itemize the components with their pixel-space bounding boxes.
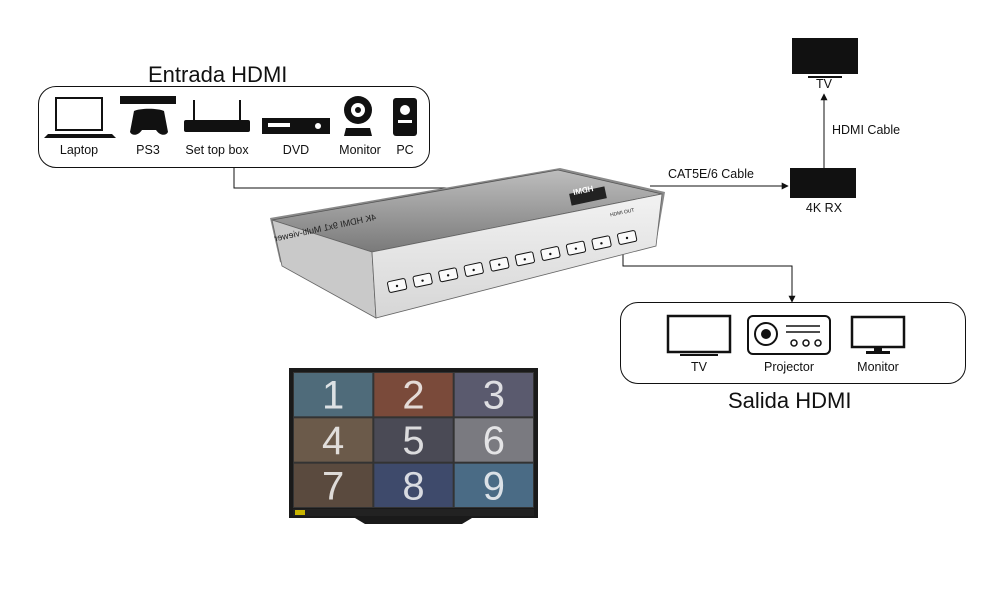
input-panel-title: Entrada HDMI [148,62,288,87]
multiview-tile-number: 9 [483,464,505,508]
receiver-label: 4K RX [805,201,843,215]
output-device-label: Monitor [857,360,899,374]
tv-icon [666,314,732,356]
remote-tv-icon [792,38,858,78]
multiview-tv: 1 2 3 4 5 6 7 8 9 [289,368,538,524]
output-panel-title: Salida HDMI [728,388,852,413]
multiview-tile-number: 3 [483,374,505,418]
multiview-tile [454,463,533,507]
button-indicator [625,236,629,240]
button-indicator [395,284,399,288]
multiview-tile [454,418,533,462]
output-connection-line [622,244,796,303]
multiview-tile [454,373,533,417]
pc-tower-icon [393,98,417,136]
monitor-icon [850,315,906,354]
output-device-label: Projector [763,360,815,374]
multiview-tile-number: 2 [402,374,424,418]
input-device-label: Set top box [185,143,249,157]
button-indicator [574,247,578,250]
router-box-icon [184,100,250,132]
multiviewer-device [270,168,665,319]
multiview-tile-number: 6 [483,419,505,463]
multiview-tile-number: 4 [322,419,344,463]
dvd-player-icon [262,118,330,134]
cat5-cable-label: CAT5E/6 Cable [668,167,754,181]
multiview-tile [374,373,453,417]
input-device-label: Laptop [59,143,99,157]
input-device-label: PC [396,143,414,157]
multiview-tile-number: 7 [322,464,344,508]
button-indicator [446,274,450,277]
multiview-tile-number: 1 [322,374,344,418]
button-indicator [498,263,501,266]
multiview-tile-number: 5 [402,419,424,463]
input-device-label: DVD [282,143,310,157]
multiview-tile [294,418,373,462]
game-console-icon [120,96,176,135]
4k-receiver-box [790,168,856,198]
multiview-tile [294,463,373,507]
multiview-tile [374,418,453,462]
multiview-tile-number: 8 [402,464,424,508]
remote-tv-label: TV [816,77,832,91]
button-indicator [600,242,603,245]
input-device-label: PS3 [136,143,160,157]
hdmi-cable-label: HDMI Cable [832,123,901,137]
button-indicator [549,252,552,256]
multiview-tile [374,463,453,507]
webcam-icon [344,96,372,136]
multiview-tile [294,373,373,417]
laptop-icon [44,97,116,138]
input-device-label: Monitor [339,143,381,157]
projector-icon [747,315,831,355]
button-indicator [421,279,424,282]
button-indicator [472,268,475,272]
output-device-label: TV [691,360,707,374]
button-indicator [523,258,526,261]
